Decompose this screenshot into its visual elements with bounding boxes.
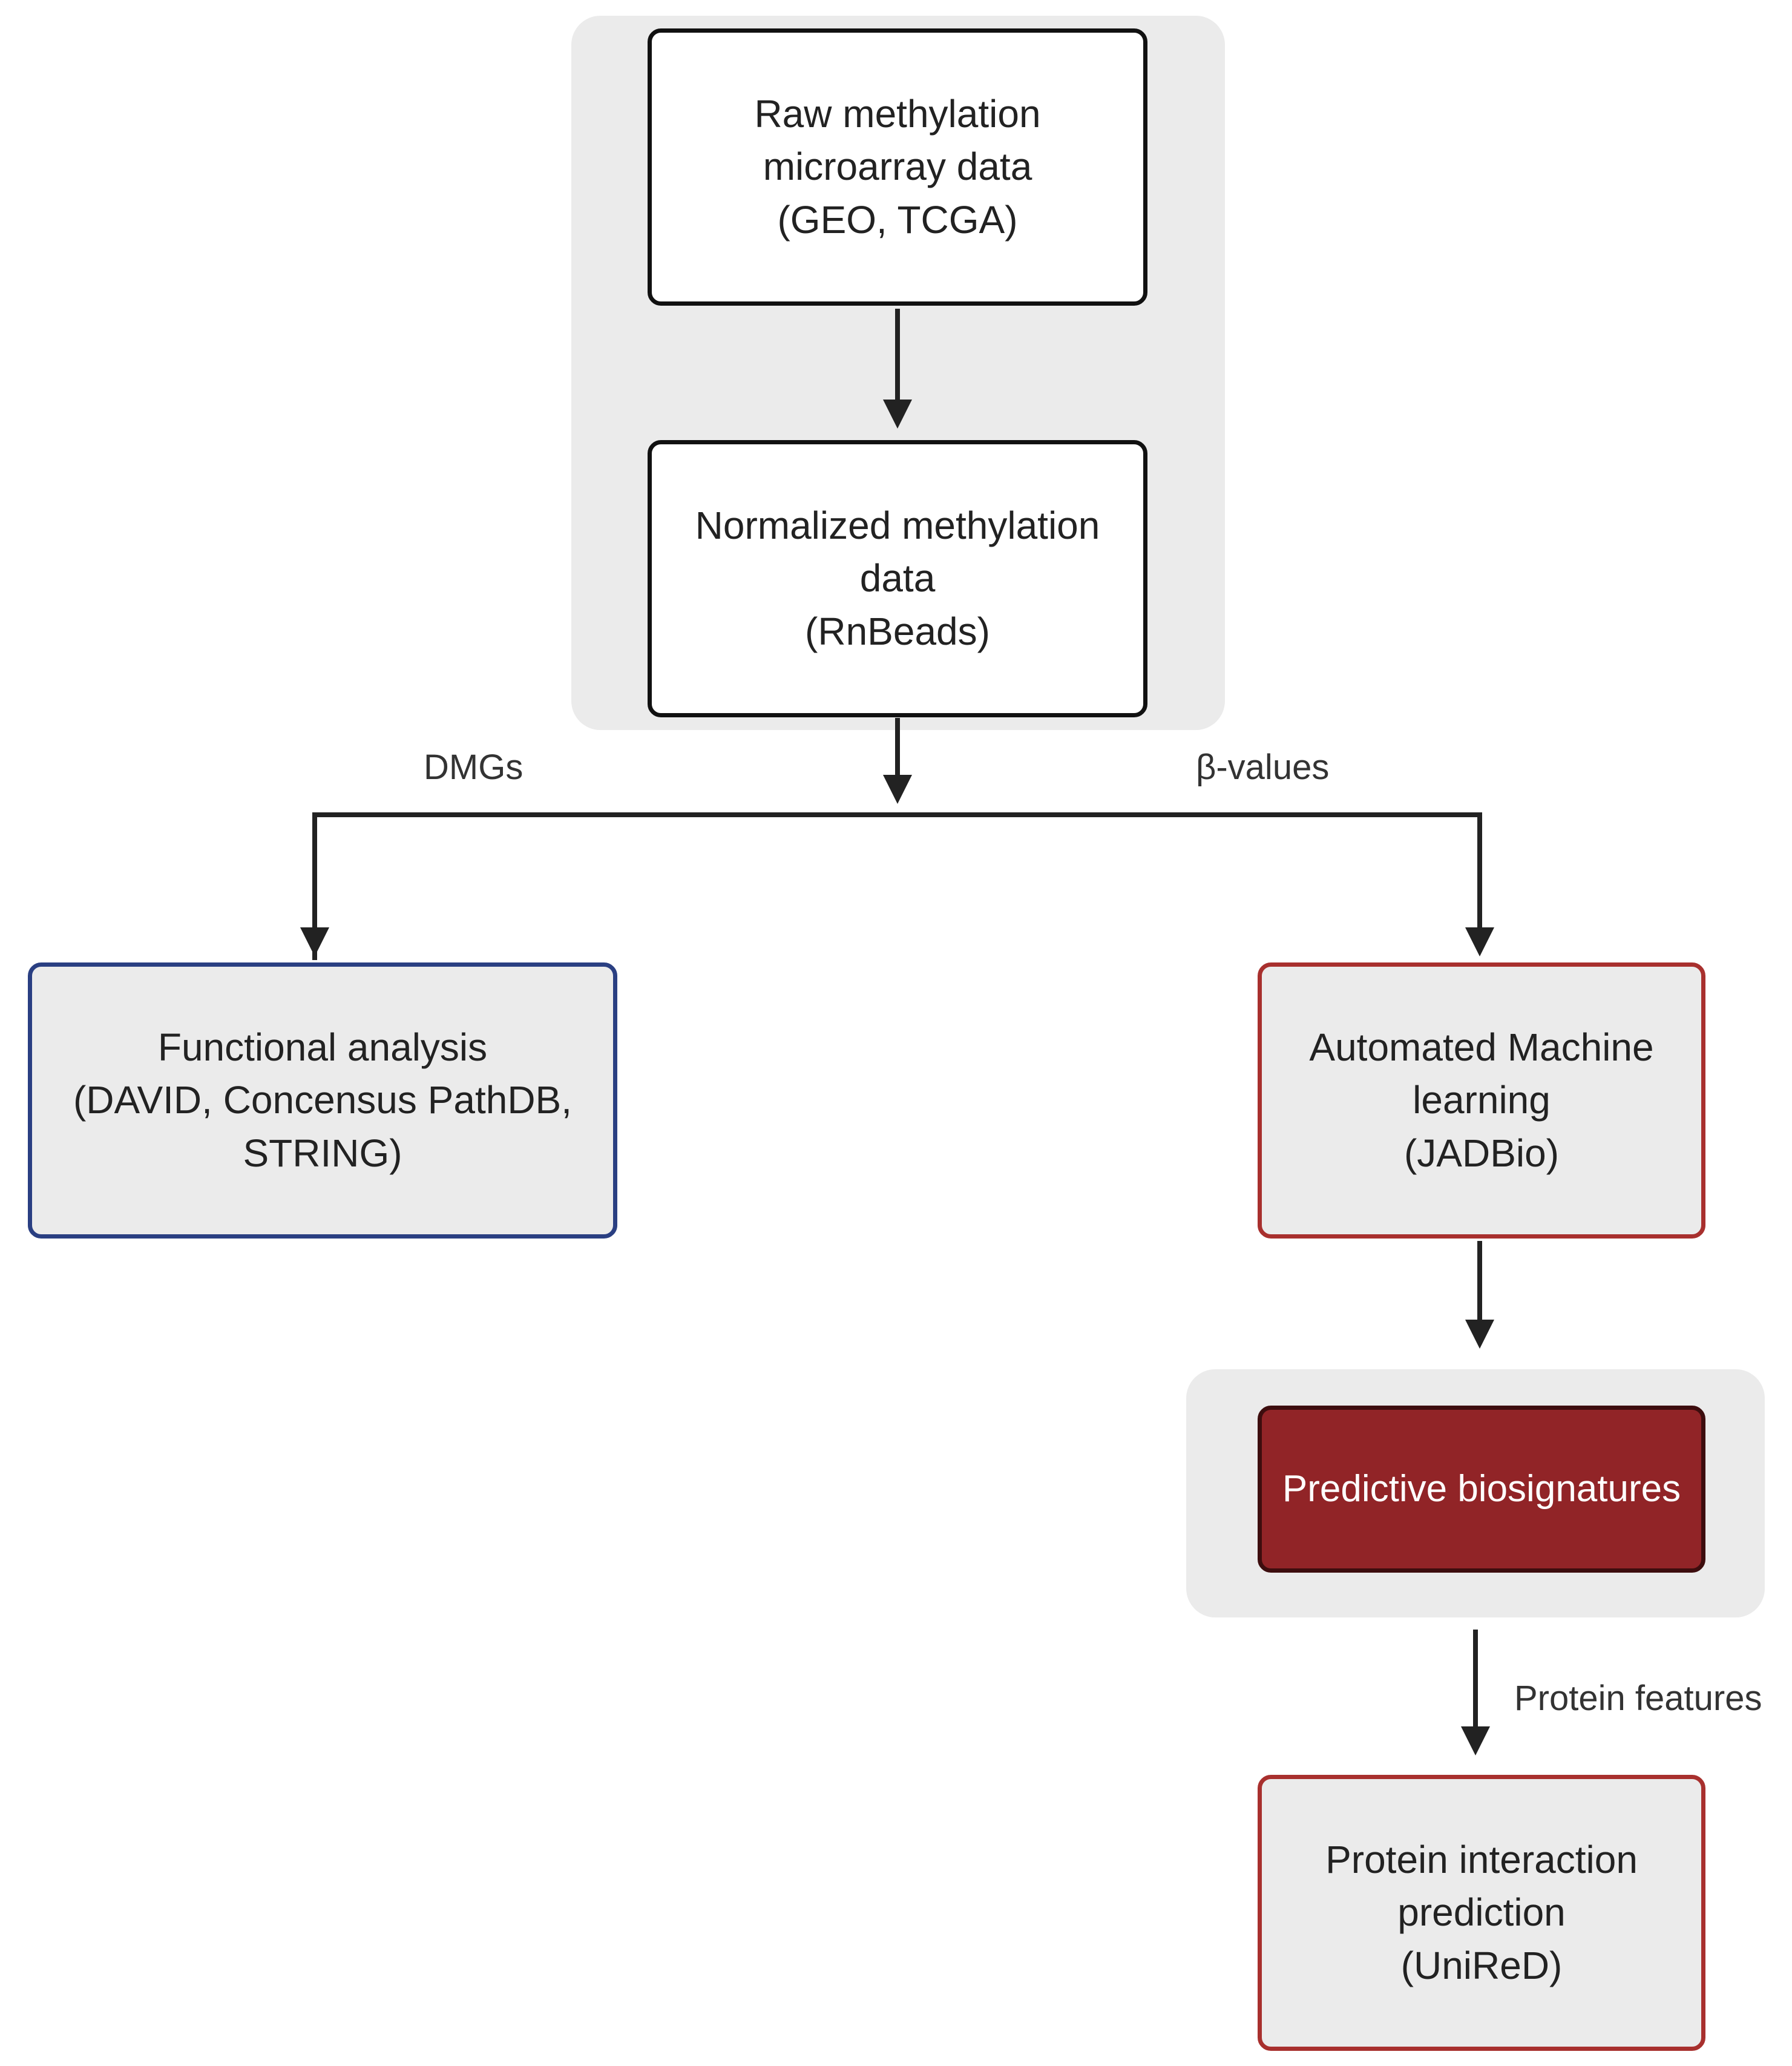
raw-data-node: Raw methylation microarray data (GEO, TC… <box>648 28 1147 306</box>
predictive-biosignatures-node: Predictive biosignatures <box>1258 1406 1705 1573</box>
edge-label-beta-values: β-values <box>1196 748 1330 787</box>
protein-interaction-line-1: Protein interaction <box>1325 1838 1638 1882</box>
predictive-biosignatures-label: Predictive biosignatures <box>1282 1467 1681 1510</box>
normalized-data-line-3: (RnBeads) <box>805 609 990 653</box>
branch-line <box>312 812 1482 960</box>
normalized-data-line-1: Normalized methylation <box>695 504 1100 548</box>
raw-data-line-1: Raw methylation <box>754 92 1041 136</box>
automl-line-1: Automated Machine <box>1309 1025 1654 1070</box>
edge-label-protein-features: Protein features <box>1514 1679 1762 1718</box>
functional-analysis-line-3: STRING) <box>243 1131 402 1175</box>
functional-analysis-line-1: Functional analysis <box>157 1025 488 1070</box>
normalized-data-line-2: data <box>859 556 936 600</box>
protein-interaction-node: Protein interaction prediction (UniReD) <box>1258 1775 1705 2051</box>
raw-data-line-2: microarray data <box>763 145 1032 189</box>
automl-line-2: learning <box>1413 1078 1551 1122</box>
raw-data-line-3: (GEO, TCGA) <box>777 197 1018 242</box>
edge-label-dmgs: DMGs <box>424 748 523 787</box>
normalized-data-node: Normalized methylation data (RnBeads) <box>648 440 1147 717</box>
protein-interaction-line-2: prediction <box>1397 1890 1566 1935</box>
automl-node: Automated Machine learning (JADBio) <box>1258 962 1705 1239</box>
protein-interaction-line-3: (UniReD) <box>1400 1943 1563 1987</box>
functional-analysis-node: Functional analysis (DAVID, Concensus Pa… <box>28 962 617 1239</box>
functional-analysis-line-2: (DAVID, Concensus PathDB, <box>73 1078 573 1122</box>
automl-line-3: (JADBio) <box>1403 1131 1560 1175</box>
